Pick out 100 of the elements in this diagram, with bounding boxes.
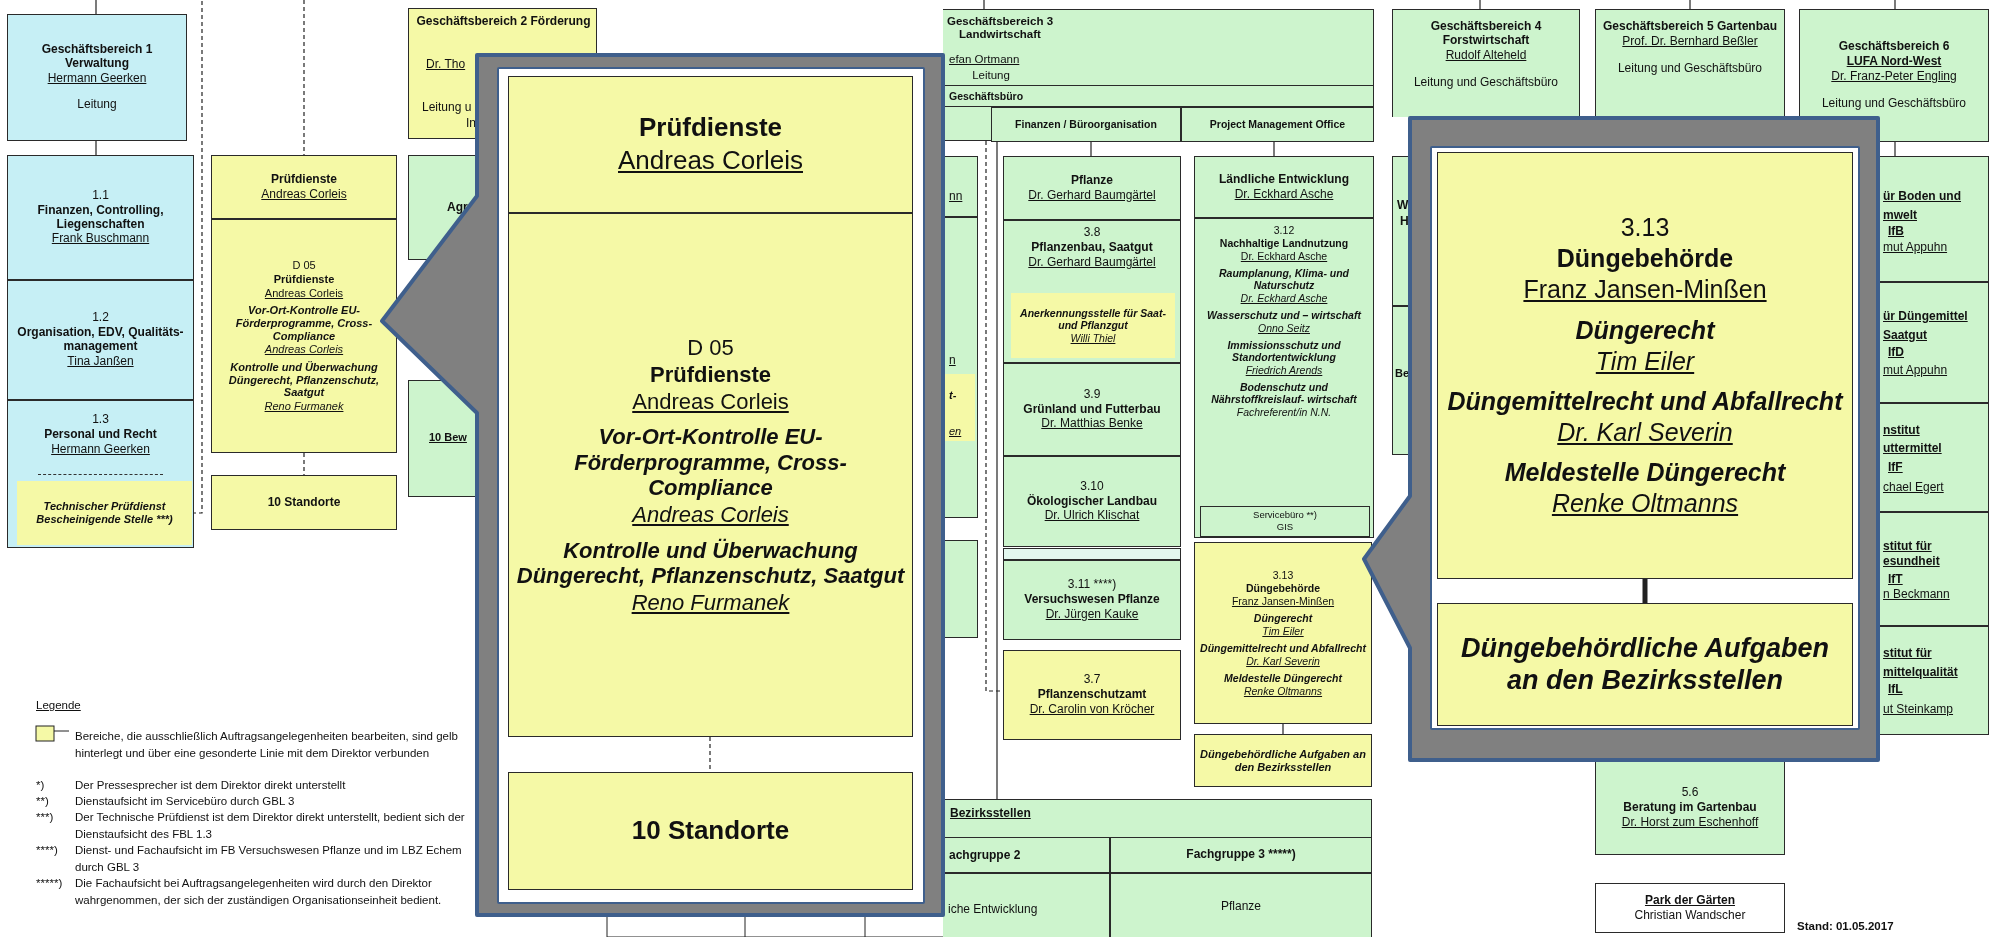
- unit-text: 1.3: [92, 413, 109, 427]
- person-name: chael Egert: [1883, 481, 1944, 495]
- org-unit-box: [211, 475, 397, 530]
- unit-title: Ländliche Entwicklung: [1219, 172, 1349, 187]
- unit-text: D 05: [687, 334, 734, 360]
- unit-title: Nachhaltige Landnutzung: [1219, 237, 1349, 250]
- org-unit-box: [7, 400, 194, 548]
- footnote-mark: *****): [36, 876, 63, 891]
- unit-title: Geschäftsbüro: [949, 90, 1024, 103]
- section-title: Düngemittelrecht und Abfallrecht: [1200, 641, 1366, 654]
- footnote-mark: **): [36, 794, 49, 809]
- section-title: Vor-Ort-Kontrolle EU-Förderprogramme, Cross- Compliance: [234, 304, 374, 343]
- unit-title: Geschäftsbereich 5 Gartenbau: [1602, 20, 1778, 34]
- date-note: Stand: 01.05.2017: [1797, 919, 1894, 934]
- org-unit-box: [944, 374, 975, 441]
- org-unit-box: [1194, 542, 1372, 724]
- person-name: Franz Jansen-Minßen: [1523, 275, 1767, 305]
- person-name: Hermann Geerken: [47, 71, 147, 86]
- person-name: Rudolf Alteheld: [1445, 48, 1527, 63]
- section-title: Technischer Prüfdienst Bescheinigende Stelle ***): [35, 500, 174, 526]
- section-title: Düngebehördliche Aufgaben an den Bezirksstellen: [1200, 747, 1366, 774]
- footnote-text: Dienstaufsicht im Servicebüro durch GBL 3: [75, 794, 296, 809]
- org-unit-box: [943, 9, 1374, 141]
- unit-text: Leitung: [77, 98, 117, 113]
- person-name: Reno Furmanek: [264, 399, 344, 413]
- unit-title: Versuchswesen Pflanze: [1024, 593, 1160, 607]
- person-name: n Beckmann: [1883, 588, 1950, 602]
- org-unit-box: [1880, 512, 1989, 626]
- person-name: Dr. Ulrich Klischat: [1044, 509, 1140, 524]
- person-name: Dr. Eckhard Asche: [1240, 291, 1328, 304]
- person-name: Fachreferent/in N.N.: [1236, 405, 1332, 418]
- person-name: Dr. Eckhard Asche: [1240, 250, 1328, 263]
- org-unit-box: [1595, 9, 1785, 117]
- footnote-mark: ****): [36, 843, 58, 858]
- person-name: Hermann Geerken: [51, 442, 150, 457]
- person-name: Dr. Karl Severin: [1246, 654, 1320, 667]
- person-name: Franz Jansen-Minßen: [1231, 595, 1335, 608]
- org-unit-box: [991, 107, 1181, 142]
- unit-title: W: [1397, 199, 1409, 213]
- person-name: nn: [949, 190, 963, 204]
- org-unit-box: [1194, 156, 1374, 218]
- org-unit-box: [1110, 873, 1372, 937]
- connector-line: [1090, 140, 1092, 157]
- unit-text: 3.12: [1273, 224, 1295, 237]
- unit-title: Finanzen / Büroorganisation: [1015, 118, 1157, 131]
- unit-text: 3.10: [1080, 479, 1104, 494]
- unit-title: IfB: [1888, 225, 1904, 239]
- person-name: mut Appuhn: [1883, 241, 1948, 255]
- person-name: Dr. Gerhard Baumgärtel: [1028, 188, 1156, 203]
- connector-line: [95, 140, 97, 156]
- unit-text: 3.9: [1083, 387, 1101, 402]
- connector-line: [1642, 579, 1648, 603]
- section-title: Kontrolle und Überwachung Düngerecht, Pflanzenschutz, Saatgut: [227, 360, 381, 399]
- unit-title: Agr: [447, 201, 468, 215]
- person-name: Renke Oltmanns: [1551, 488, 1739, 518]
- org-unit-box: [211, 219, 397, 453]
- section-title: Bodenschutz und Nährstoffkreislauf- wirtschaft: [1210, 380, 1358, 405]
- unit-title: IfL: [1888, 683, 1903, 697]
- org-unit-box: [943, 837, 1110, 873]
- footnote-text: Dienst- und Fachaufsicht im FB Versuchswesen Pflanze und im LBZ Echem durch GBL 3: [75, 843, 463, 875]
- person-name: Frank Buschmann: [51, 232, 150, 247]
- connector-line: [1273, 140, 1275, 157]
- unit-text: Leitung u: [422, 101, 472, 115]
- unit-text: Pflanze: [1221, 899, 1261, 914]
- footnote-text: Der Pressesprecher ist dem Direktor direkt unterstellt: [75, 778, 347, 793]
- unit-title: Düngebehörde: [1556, 244, 1734, 274]
- unit-title: ür Düngemittel: [1883, 310, 1968, 324]
- footnote-text: Der Technische Prüfdienst ist dem Direktor direkt unterstellt, bedient sich der Dienstaufsicht des FBL 1.3: [75, 810, 465, 842]
- unit-text: 3.11 ****): [1067, 578, 1117, 592]
- person-name: Willi Thiel: [1070, 332, 1116, 345]
- unit-text: GIS: [1276, 521, 1294, 533]
- person-name: Tim Eiler: [1262, 625, 1304, 638]
- unit-title: Geschäftsbereich 2 Förderung: [415, 15, 592, 29]
- unit-title: Geschäftsbereich 6: [1838, 40, 1950, 55]
- org-unit-box: [1595, 883, 1785, 933]
- person-name: Andreas Corleis: [632, 389, 789, 415]
- person-name: Onno Seitz: [1258, 321, 1310, 334]
- footnote-mark: ***): [36, 810, 54, 825]
- person-name: Dr. Eckhard Asche: [1234, 187, 1334, 202]
- org-unit-box: [1011, 293, 1175, 358]
- section-title: Düngerecht: [1575, 315, 1715, 345]
- org-unit-box: [17, 481, 192, 545]
- person-name: Tim Eiler: [1595, 346, 1695, 376]
- connector-line: [1479, 0, 1481, 10]
- org-unit-box: [943, 873, 1110, 937]
- section-title: Meldestelle Düngerecht: [1224, 671, 1342, 684]
- org-unit-box: [211, 155, 397, 219]
- connector-line: [996, 140, 998, 800]
- org-unit-box: [1880, 626, 1989, 735]
- footnote-text: Die Fachaufsicht bei Auftragsangelegenheiten wird durch den Direktor wahrgenommen, der sich der zuständigen Organisationseinheit bedient.: [75, 876, 443, 908]
- section-title: Raumplanung, Klima- und Naturschutz: [1217, 266, 1351, 291]
- connector-line: [1894, 141, 1896, 157]
- org-unit-box: [1181, 107, 1374, 142]
- org-unit-box: [1799, 9, 1989, 142]
- person-name: Dr. Matthias Benke: [1041, 417, 1143, 432]
- org-unit-box: [1880, 282, 1989, 403]
- connector-line: [1282, 723, 1284, 735]
- person-name: Andreas Corleis: [264, 286, 344, 300]
- org-unit-box: [1003, 650, 1181, 740]
- unit-title: Düngebehörde: [1245, 582, 1321, 595]
